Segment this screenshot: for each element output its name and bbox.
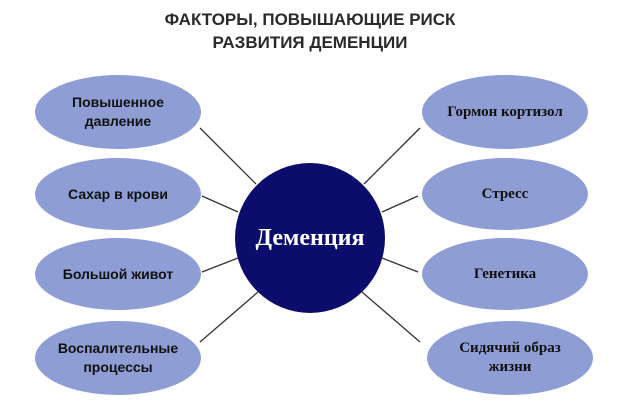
- connector-line: [201, 257, 239, 273]
- factor-label-right-3: Генетика: [473, 265, 537, 282]
- factor-label-left-2: Сахар в крови: [68, 185, 168, 202]
- connector-line: [361, 291, 421, 343]
- factor-label-left-4: Воспалительные процессы: [57, 340, 179, 375]
- connector-line: [199, 291, 259, 343]
- title-line-2: РАЗВИТИЯ ДЕМЕНЦИИ: [212, 33, 408, 52]
- factor-label-left-1: Повышенное давление: [72, 94, 164, 129]
- factor-label-right-2: Стресс: [481, 185, 529, 202]
- factor-label-left-3: Большой живот: [62, 265, 174, 282]
- connector-line: [381, 257, 419, 273]
- factor-label-right-1: Гормон кортизол: [447, 103, 563, 120]
- factor-ellipse: [422, 238, 588, 310]
- center-circle: [235, 163, 385, 313]
- connector-line: [201, 195, 239, 213]
- factor-ellipse: [427, 321, 593, 395]
- factor-ellipse: [35, 238, 201, 310]
- connector-line: [199, 127, 257, 185]
- factor-ellipse: [35, 158, 201, 230]
- diagram-title: ФАКТОРЫ, ПОВЫШАЮЩИЕ РИСК РАЗВИТИЯ ДЕМЕНЦ…: [0, 8, 620, 54]
- factor-label-right-4: Сидячий образ жизни: [459, 340, 561, 375]
- factor-ellipse: [422, 158, 588, 230]
- factor-ellipse: [35, 321, 201, 395]
- title-line-1: ФАКТОРЫ, ПОВЫШАЮЩИЕ РИСК: [164, 10, 456, 29]
- factor-ellipse: [35, 75, 201, 149]
- center-label: Деменция: [255, 224, 365, 251]
- connector-line: [363, 127, 421, 185]
- connector-line: [381, 195, 419, 213]
- factor-ellipse: [422, 75, 588, 149]
